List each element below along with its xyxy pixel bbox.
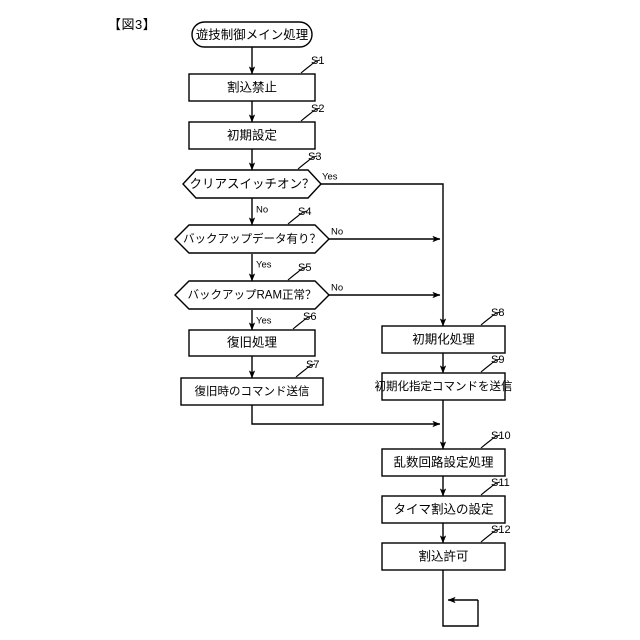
s10-process-shape xyxy=(381,448,506,477)
s7-step-label: S7 xyxy=(306,359,319,371)
s5-step-label: S5 xyxy=(298,262,311,274)
s4-label: バックアップデータ有り？ xyxy=(183,232,321,246)
s6-label: 復旧処理 xyxy=(227,334,278,349)
node-s11[interactable]: タイマ割込の設定 S11 xyxy=(381,477,510,524)
s2-leader-hook xyxy=(300,107,321,122)
s4-decision-shape xyxy=(174,224,330,254)
s4-leader-hook xyxy=(287,210,308,225)
s1-leader-hook xyxy=(300,59,321,74)
s12-leader-hook xyxy=(480,528,501,543)
s7-process-shape xyxy=(180,377,324,406)
node-s10[interactable]: 乱数回路設定処理 S10 xyxy=(381,430,511,477)
s7-leader-hook xyxy=(295,363,316,378)
node-s3[interactable]: クリアスイッチオン？ S3 Yes No xyxy=(182,151,338,216)
s12-label: 割込許可 xyxy=(418,548,468,563)
node-s1[interactable]: 割込禁止 S1 xyxy=(188,55,324,102)
s3-decision-shape xyxy=(182,169,322,199)
s6-step-label: S6 xyxy=(303,311,316,323)
s4-step-label: S4 xyxy=(298,206,311,218)
s2-process-shape xyxy=(188,121,316,150)
s11-label: タイマ割込の設定 xyxy=(393,501,493,516)
node-s2[interactable]: 初期設定 S2 xyxy=(188,103,324,150)
figure-number-label: 【図3】 xyxy=(108,17,157,32)
s5-label: バックアップRAM正常？ xyxy=(187,289,316,302)
s5-leader-hook xyxy=(287,266,308,281)
s11-leader-hook xyxy=(480,481,501,496)
s1-process-shape xyxy=(188,73,316,102)
s1-step-label: S1 xyxy=(311,55,324,67)
s5-yes-branch-label: Yes xyxy=(256,316,272,327)
start-terminator-shape xyxy=(191,21,313,48)
s2-label: 初期設定 xyxy=(227,127,277,142)
s7-label: 復旧時のコマンド送信 xyxy=(195,384,310,398)
connector-layer xyxy=(248,47,479,627)
s10-step-label: S10 xyxy=(491,430,511,442)
node-s12[interactable]: 割込許可 S12 xyxy=(381,524,511,571)
node-start[interactable]: 遊技制御メイン処理 xyxy=(191,21,313,48)
s3-step-label: S3 xyxy=(308,151,321,163)
s11-step-label: S11 xyxy=(491,477,510,489)
node-s5[interactable]: バックアップRAM正常？ S5 No Yes xyxy=(174,262,343,327)
node-s4[interactable]: バックアップデータ有り？ S4 No Yes xyxy=(174,206,343,271)
s4-no-branch-label: No xyxy=(331,227,343,238)
s10-label: 乱数回路設定処理 xyxy=(393,454,494,469)
s8-step-label: S8 xyxy=(491,307,504,319)
node-s9[interactable]: 初期化指定コマンドを送信 S9 xyxy=(375,354,513,401)
node-s6[interactable]: 復旧処理 S6 xyxy=(188,311,316,357)
s3-no-branch-label: No xyxy=(256,205,268,216)
s9-step-label: S9 xyxy=(491,354,504,366)
s8-leader-hook xyxy=(480,311,501,326)
s8-process-shape xyxy=(381,325,506,354)
s5-decision-shape xyxy=(174,280,330,310)
s3-leader-hook xyxy=(297,155,318,170)
s5-no-branch-label: No xyxy=(331,283,343,294)
s12-step-label: S12 xyxy=(491,524,511,536)
s11-process-shape xyxy=(381,495,506,524)
s9-label: 初期化指定コマンドを送信 xyxy=(375,379,513,393)
s3-label: クリアスイッチオン？ xyxy=(189,177,314,191)
s6-leader-hook xyxy=(292,315,313,330)
node-s8[interactable]: 初期化処理 S8 xyxy=(381,307,506,354)
edge-s7-s10-merge xyxy=(251,405,441,428)
s6-process-shape xyxy=(188,329,316,357)
s4-yes-branch-label: Yes xyxy=(256,260,272,271)
start-label: 遊技制御メイン処理 xyxy=(196,27,309,42)
s9-leader-hook xyxy=(480,358,501,373)
edge-s3-s8-yes xyxy=(321,183,447,327)
s3-yes-branch-label: Yes xyxy=(322,172,338,183)
s9-process-shape xyxy=(381,372,506,401)
s2-step-label: S2 xyxy=(311,103,324,115)
node-s7[interactable]: 復旧時のコマンド送信 S7 xyxy=(180,359,324,406)
s10-leader-hook xyxy=(480,434,501,449)
s8-label: 初期化処理 xyxy=(412,332,475,346)
loop-return-path xyxy=(442,600,479,627)
s1-label: 割込禁止 xyxy=(227,79,277,94)
s12-process-shape xyxy=(381,542,506,571)
